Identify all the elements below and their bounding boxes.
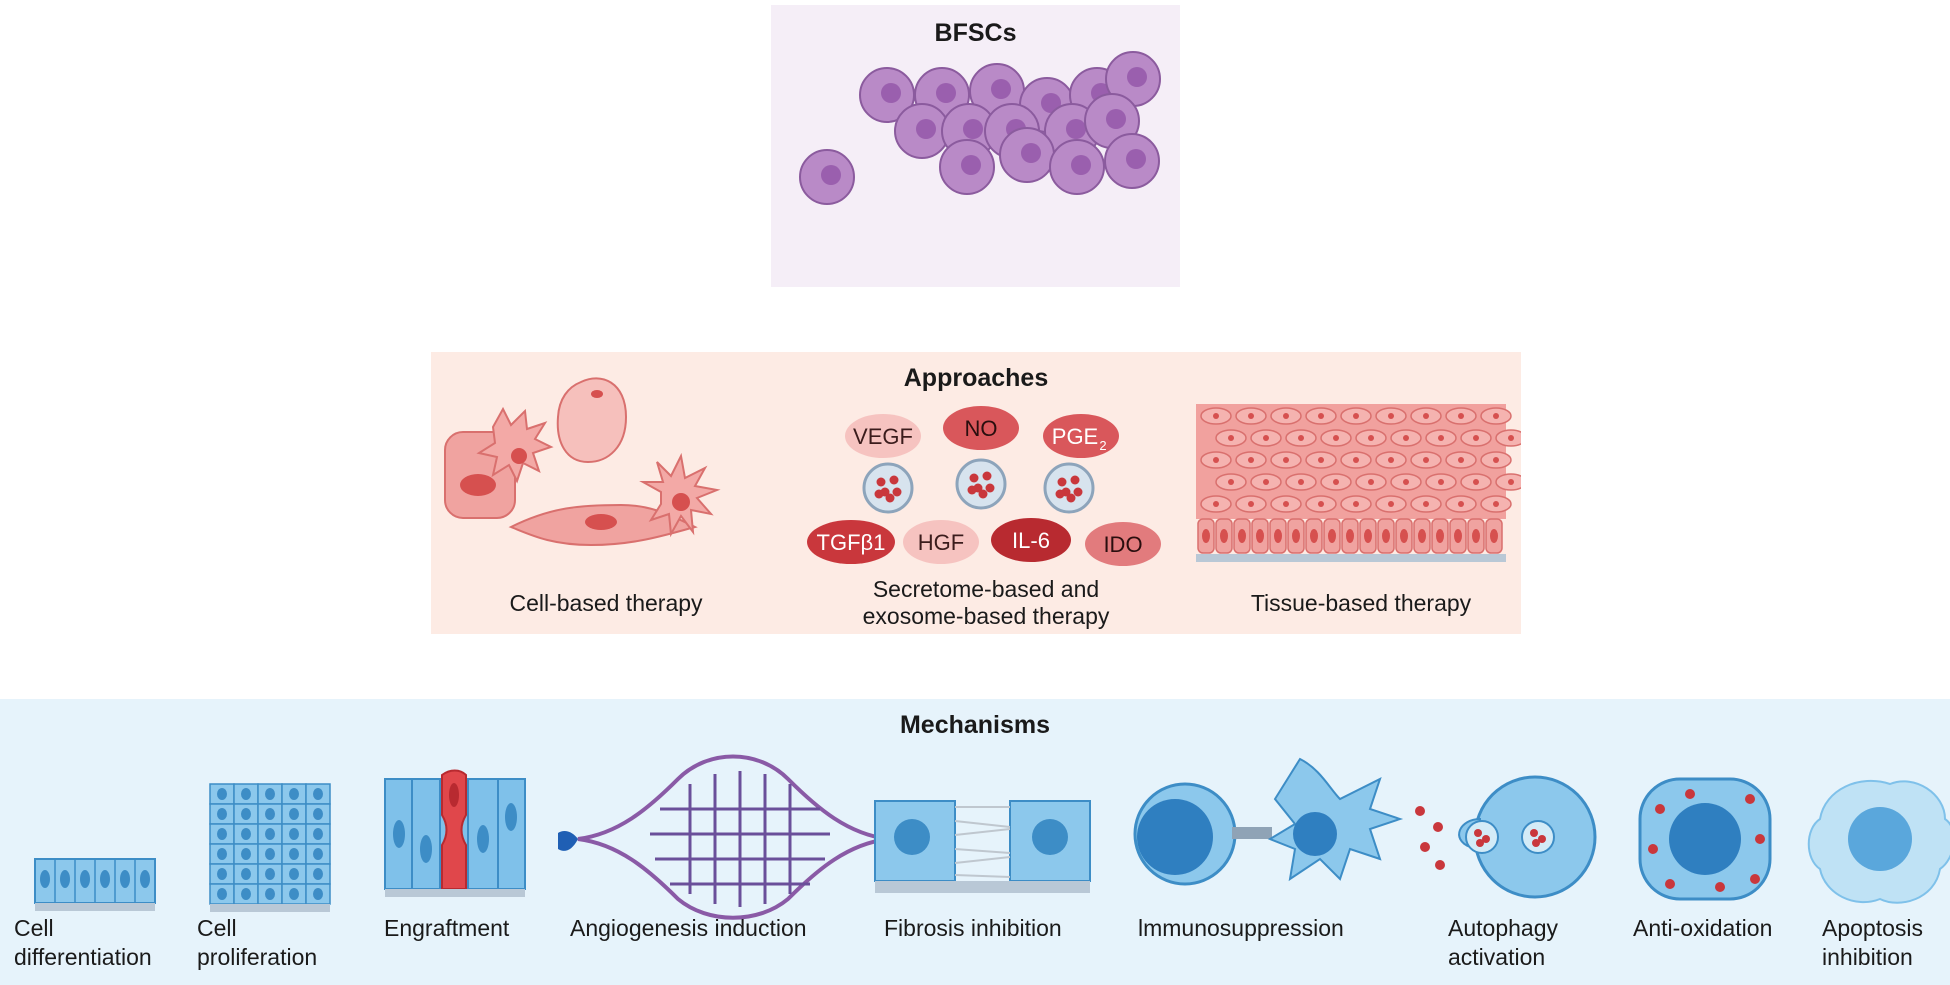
mechanism-label-line1: Engraftment [384,915,510,941]
factor-pge2-badge [1043,414,1119,458]
bfsc-cell [1105,51,1161,107]
cell-proliferation-icon [209,783,331,912]
factor-ido-badge [1085,522,1161,566]
exosome-icon [955,458,1007,510]
engraftment-icon [384,769,526,897]
factor-hgf-badge [903,520,979,564]
tissue-based-therapy-label: Tissue-based therapy [1250,590,1472,616]
mechanism-label: Cell differentiation [14,914,152,972]
factor-hgf: HGF [918,530,964,555]
factor-il6-badge [991,518,1071,562]
bfscs-title: BFSCs [934,19,1017,47]
mechanisms-illustration [34,754,1950,920]
autophagy-icon [1415,775,1597,899]
mechanism-label-line2: differentiation [14,944,152,970]
mechanism-label-line1: Autophagy [1448,915,1558,941]
cell-differentiation-icon [34,858,156,911]
mechanisms-title: Mechanisms [899,711,1051,739]
fibrosis-inhibition-icon [874,800,1091,893]
bfsc-cell [799,149,855,205]
factor-vegf-badge [845,414,921,458]
factor-tgfb1-badge [807,520,895,564]
exosome-icon [1043,462,1095,514]
anti-oxidation-icon [1638,777,1772,901]
mechanism-label-line1: Anti-oxidation [1633,915,1773,941]
factor-il6: IL-6 [1012,528,1050,553]
mechanism-label: Apoptosis inhibition [1822,914,1923,972]
mechanism-label: lmmunosuppression [1138,914,1344,943]
exosome-icon [862,462,914,514]
mechanism-label-line1: Cell [14,915,54,941]
apoptosis-inhibition-icon [1807,779,1950,904]
bfsc-cell [939,139,995,195]
mechanism-label: Fibrosis inhibition [884,914,1062,943]
factor-vegf: VEGF [853,424,913,449]
mechanism-label: Cell proliferation [197,914,317,972]
approaches-panel: Approaches VEGF NO [431,352,1521,634]
secretome-label-line1: Secretome-based and [872,576,1100,602]
factor-ido: IDO [1103,532,1142,557]
cell-based-cells-icon [444,377,721,547]
bfsc-cell [999,127,1055,183]
mechanism-label: Autophagy activation [1448,914,1558,972]
cell-based-therapy-label: Cell-based therapy [509,590,703,616]
mechanism-label: Engraftment [384,914,509,943]
factor-tgfb1: TGFβ1 [817,530,886,555]
mechanism-label-line1: Angiogenesis induction [570,915,807,941]
mechanism-label-line1: Cell [197,915,237,941]
mechanism-label-line2: activation [1448,944,1546,970]
factor-pge: PGE [1052,424,1098,449]
secretome-factors: VEGF NO PGE 2 TGFβ1 HGF IL-6 IDO [807,406,1161,566]
tissue-layer-icon [1196,404,1521,562]
factor-no-badge [943,406,1019,450]
approaches-title: Approaches [903,364,1049,392]
mechanism-label: Angiogenesis induction [570,914,807,943]
mechanism-label: Anti-oxidation [1633,914,1772,943]
factor-pge-sub: 2 [1099,438,1106,453]
immunosuppression-icon [1133,757,1404,886]
bfsc-cell [1104,133,1160,189]
bfsc-cells-illustration [799,51,1161,205]
mechanism-label-line2: inhibition [1822,944,1913,970]
bfsc-cell [1049,139,1105,195]
angiogenesis-icon [558,754,908,920]
factor-no: NO [965,416,998,441]
approaches-illustration: VEGF NO PGE 2 TGFβ1 HGF IL-6 IDO [444,377,1521,566]
mechanism-label-line1: Apoptosis [1822,915,1924,941]
bfscs-panel: BFSCs [771,5,1180,287]
mechanisms-panel: Mechanisms [0,699,1950,985]
bfsc-cell [894,103,950,159]
secretome-label-line2: exosome-based therapy [862,603,1110,629]
mechanism-label-line1: Fibrosis inhibition [884,915,1062,941]
mechanism-label-line1: lmmunosuppression [1138,915,1344,941]
mechanism-label-line2: proliferation [197,944,318,970]
